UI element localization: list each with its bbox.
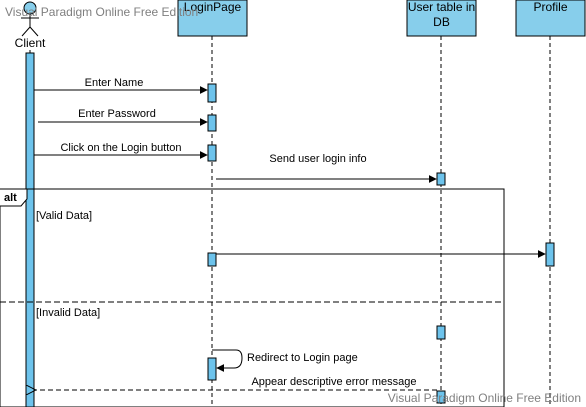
user-table-activation-1: [436, 172, 446, 186]
loginpage-activation-3: [207, 144, 217, 162]
redirect-label: Redirect to Login page: [247, 352, 358, 364]
user-table-activation-3: [436, 390, 446, 404]
client-activation-bar: [25, 52, 35, 407]
user-table-activation-2: [436, 325, 446, 340]
click-login-label: Click on the Login button: [60, 142, 181, 154]
loginpage-activation-1: [207, 83, 217, 103]
profile-lifeline-header: Profile: [515, 0, 586, 37]
guard-valid-label: [Valid Data]: [36, 210, 92, 222]
profile-label: Profile: [533, 0, 567, 14]
client-label: Client: [15, 36, 46, 50]
alt-operator-label: alt: [4, 192, 17, 204]
alt-fragment: [0, 188, 505, 407]
error-label: Appear descriptive error message: [251, 376, 416, 388]
enter-password-label: Enter Password: [78, 108, 156, 120]
alt-operator-tab: [0, 188, 28, 207]
enter-name-label: Enter Name: [85, 77, 144, 89]
loginpage-label: LoginPage: [184, 0, 242, 14]
watermark-top: Visual Paradigm Online Free Edition: [5, 5, 198, 19]
user-table-label-line2: DB: [433, 15, 450, 29]
user-table-label-line1: User table in: [408, 0, 475, 14]
loginpage-activation-5: [207, 357, 217, 381]
loginpage-activation-2: [207, 114, 217, 132]
send-user-info-label: Send user login info: [269, 153, 366, 165]
guard-invalid-label: [Invalid Data]: [36, 307, 100, 319]
user-table-lifeline-header: User table in DB: [406, 0, 477, 37]
loginpage-lifeline-header: LoginPage: [177, 0, 248, 37]
client-actor-icon: [21, 1, 39, 37]
loginpage-activation-4: [207, 252, 217, 267]
redirect-self-arrow: [212, 349, 243, 372]
watermark-bottom: Visual Paradigm Online Free Edition: [388, 391, 581, 405]
profile-activation: [545, 242, 555, 267]
